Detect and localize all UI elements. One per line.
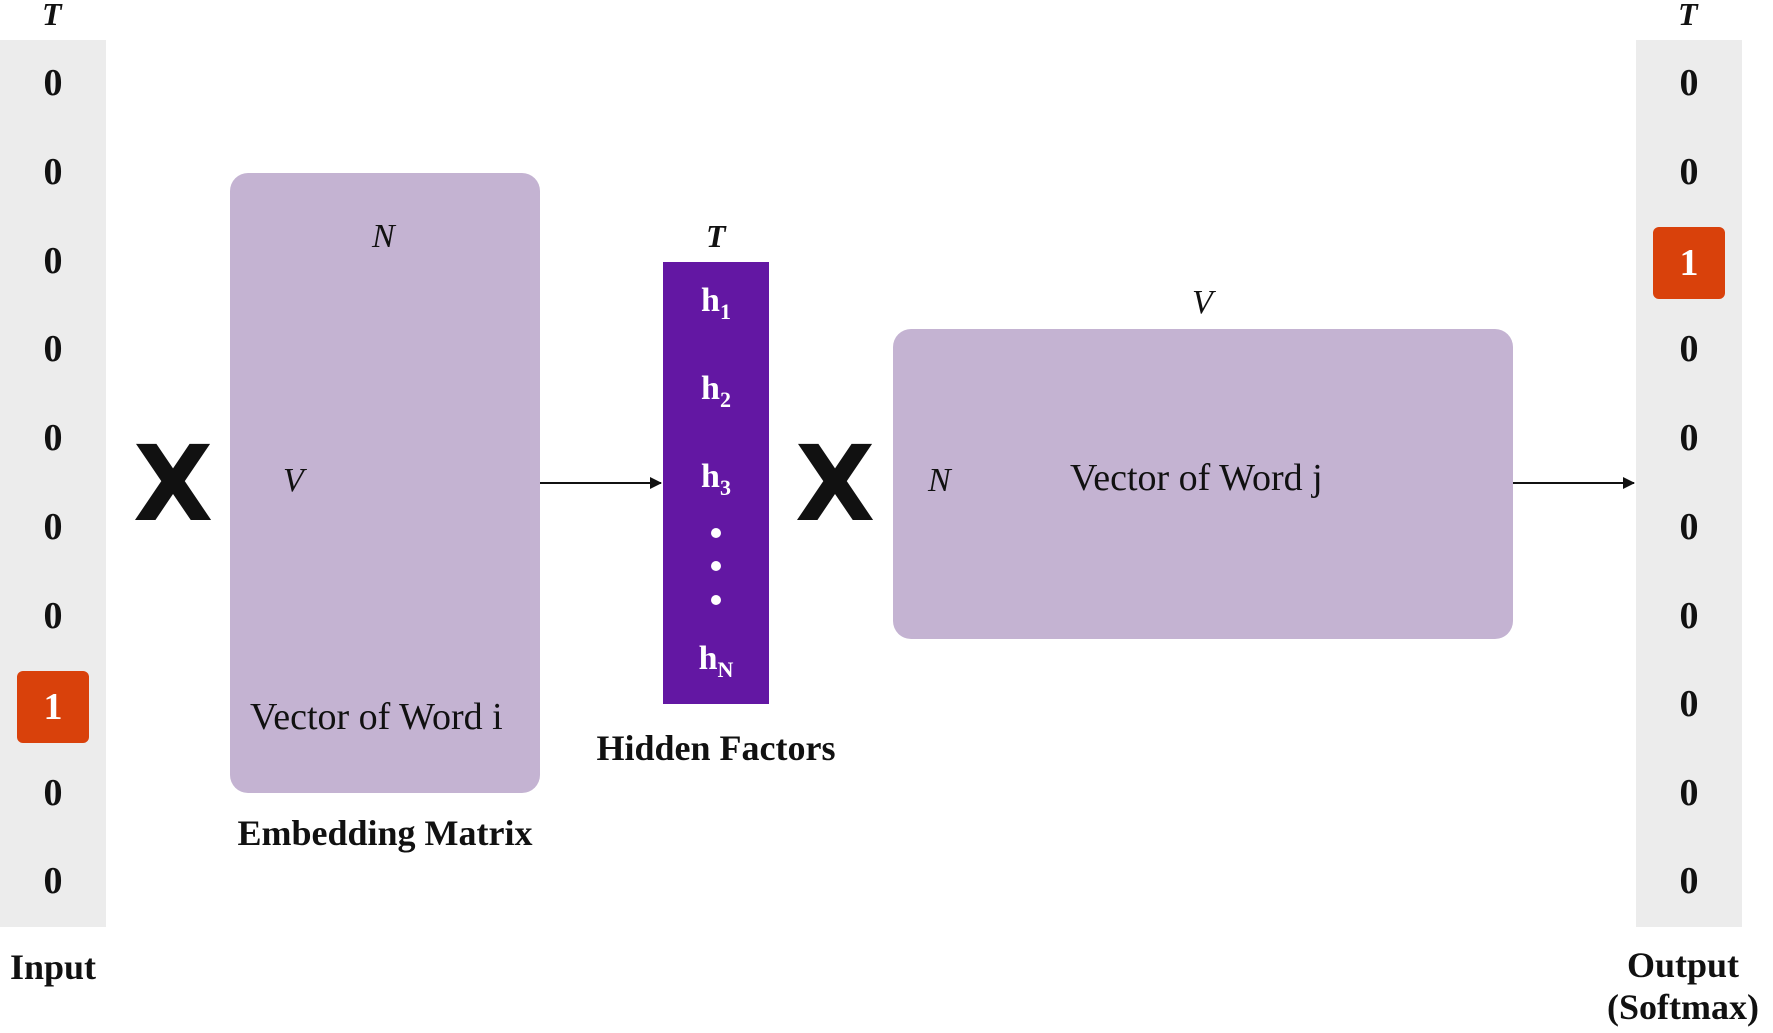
input-cell-hot: 1	[17, 671, 89, 743]
output-cell-hot: 1	[1653, 227, 1725, 299]
multiply-sign-1: X	[133, 423, 214, 545]
hidden-caption: Hidden Factors	[596, 728, 836, 768]
output-cell: 0	[1679, 860, 1699, 902]
hidden-item: h2	[701, 370, 731, 412]
input-cell: 0	[43, 328, 63, 370]
output-cell: 0	[1679, 772, 1699, 814]
hidden-header: T	[706, 218, 726, 254]
hidden-item: hN	[698, 640, 734, 682]
word-j-matrix	[893, 329, 1513, 639]
output-label-line1: Output	[1626, 945, 1740, 985]
embedding-caption: Embedding Matrix	[237, 813, 533, 853]
ellipsis-dot	[711, 595, 721, 605]
output-cell: 0	[1679, 151, 1699, 193]
hidden-item: h1	[701, 282, 731, 324]
hidden-item: h3	[701, 458, 731, 500]
ellipsis-dot	[711, 528, 721, 538]
output-cell: 0	[1679, 595, 1699, 637]
output-cell: 0	[1679, 683, 1699, 725]
output-label: Output (Softmax)	[1593, 944, 1773, 1028]
input-cell: 0	[43, 772, 63, 814]
input-cell: 0	[43, 240, 63, 282]
input-cell: 0	[43, 595, 63, 637]
word-j-inner-text: Vector of Word j	[1070, 457, 1323, 499]
input-cell: 0	[43, 151, 63, 193]
input-cell: 0	[43, 62, 63, 104]
input-cell: 0	[43, 860, 63, 902]
embedding-matrix	[230, 173, 540, 793]
multiply-sign-2: X	[795, 423, 876, 545]
ellipsis-dot	[711, 561, 721, 571]
embedding-top-label: N	[372, 218, 395, 255]
input-cell: 0	[43, 417, 63, 459]
output-label-line2: (Softmax)	[1607, 987, 1759, 1027]
output-cell: 0	[1679, 62, 1699, 104]
embedding-inner-text: Vector of Word i	[250, 696, 503, 738]
input-vector: 0 0 0 0 0 0 0 1 0 0	[0, 40, 106, 927]
input-header: T	[42, 0, 62, 32]
output-vector: 0 0 1 0 0 0 0 0 0 0	[1636, 40, 1742, 927]
output-cell: 0	[1679, 417, 1699, 459]
output-cell: 0	[1679, 328, 1699, 370]
output-header: T	[1678, 0, 1698, 32]
input-label: Input	[9, 947, 97, 987]
embedding-side-label: V	[283, 462, 304, 499]
output-matrix-top-label: V	[1192, 284, 1213, 321]
input-cell: 0	[43, 506, 63, 548]
output-cell: 0	[1679, 506, 1699, 548]
output-matrix-side-label: N	[928, 462, 951, 499]
hidden-factors-vector: h1 h2 h3 hN	[663, 262, 769, 704]
